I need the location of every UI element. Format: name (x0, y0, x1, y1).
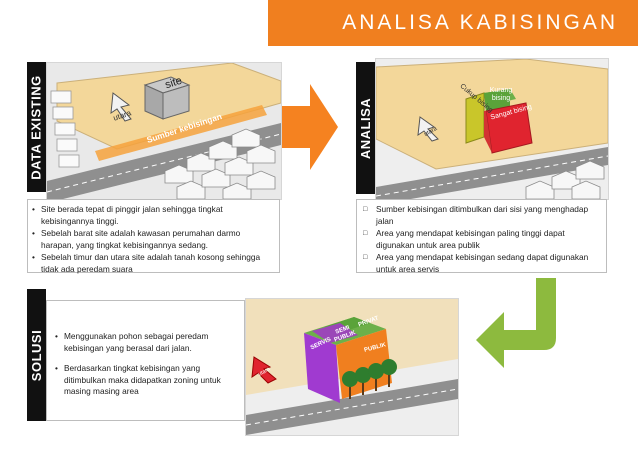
solusi-zoning-image: PRIVAT SEMI PUBLIK SERVIS PUBLIK utara (245, 298, 459, 436)
label-analisa: ANALISA (356, 62, 375, 194)
list-item: Sebelah timur dan utara site adalah tana… (32, 252, 275, 275)
existing-site-image: site utara Sumber kebisingan (46, 62, 282, 200)
list-item: Sumber kebisingan ditimbulkan dari sisi … (363, 204, 602, 227)
list-item: Sebelah barat site adalah kawasan peruma… (32, 228, 275, 251)
analisa-image: Kurang bising Cukup bising Sangat bising… (375, 58, 609, 200)
arrow-right-icon (282, 84, 338, 170)
list-item: Berdasarkan tingkat kebisingan yang diti… (55, 363, 238, 398)
kurang-bising-label: Kurang bising (489, 87, 513, 102)
list-item: Site berada tepat di pinggir jalan sehin… (32, 204, 275, 227)
list-item: Area yang mendapat kebisingan paling tin… (363, 228, 602, 251)
label-solusi: SOLUSI (27, 289, 46, 421)
analisa-description: Sumber kebisingan ditimbulkan dari sisi … (356, 199, 607, 275)
solusi-description: Menggunakan pohon sebagai peredam kebisi… (46, 300, 245, 421)
arrow-curved-icon (476, 278, 556, 368)
list-item: Menggunakan pohon sebagai peredam kebisi… (55, 331, 238, 354)
label-data-existing: DATA EXISTING (27, 62, 46, 192)
existing-description: Site berada tepat di pinggir jalan sehin… (27, 199, 280, 275)
list-item: Area yang mendapat kebisingan sedang dap… (363, 252, 602, 275)
page-title: ANALISA KABISINGAN (268, 0, 638, 46)
